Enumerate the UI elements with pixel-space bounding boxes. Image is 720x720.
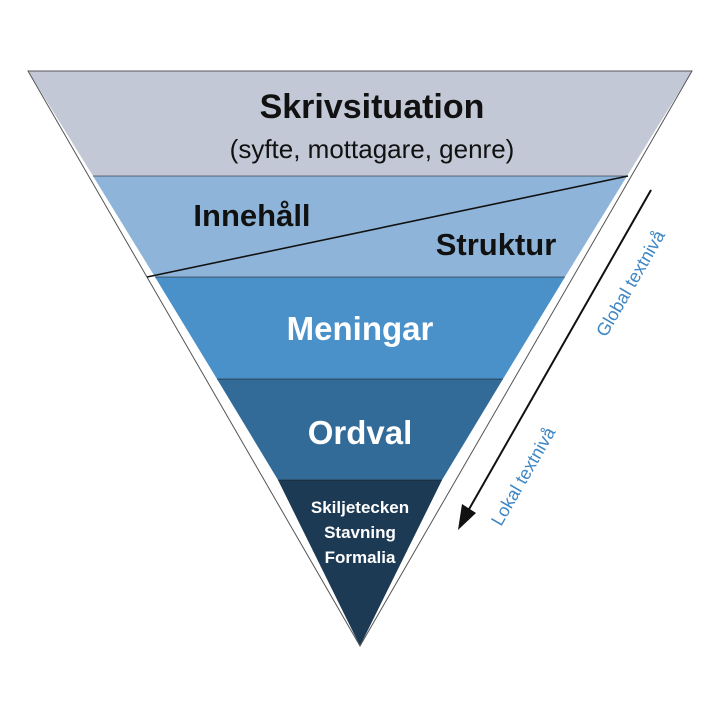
skrivsituation-title: Skrivsituation (260, 88, 485, 126)
pyramid-outline (27, 70, 693, 647)
meningar-label: Meningar (287, 310, 434, 347)
formalia-line-2: Stavning (324, 523, 396, 542)
diagonal-divider (146, 175, 629, 278)
struktur-label: Struktur (436, 227, 557, 262)
lokal-textniva-label: Lokal textnivå (487, 423, 560, 529)
band-meningar (155, 277, 565, 379)
level-arrow-head (458, 504, 476, 530)
global-textniva-label: Global textnivå (592, 226, 669, 340)
band-innehall-struktur (93, 176, 627, 277)
band-ordval (217, 379, 503, 480)
formalia-line-1: Skiljetecken (311, 498, 409, 517)
ordval-label: Ordval (308, 414, 413, 451)
band-skrivsituation (28, 71, 692, 176)
skrivsituation-subtitle: (syfte, mottagare, genre) (230, 134, 515, 164)
band-separators (93, 175, 627, 481)
level-arrow-shaft (467, 189, 652, 512)
band-formalia (278, 480, 442, 646)
innehall-label: Innehåll (193, 198, 310, 233)
formalia-line-3: Formalia (325, 548, 396, 567)
